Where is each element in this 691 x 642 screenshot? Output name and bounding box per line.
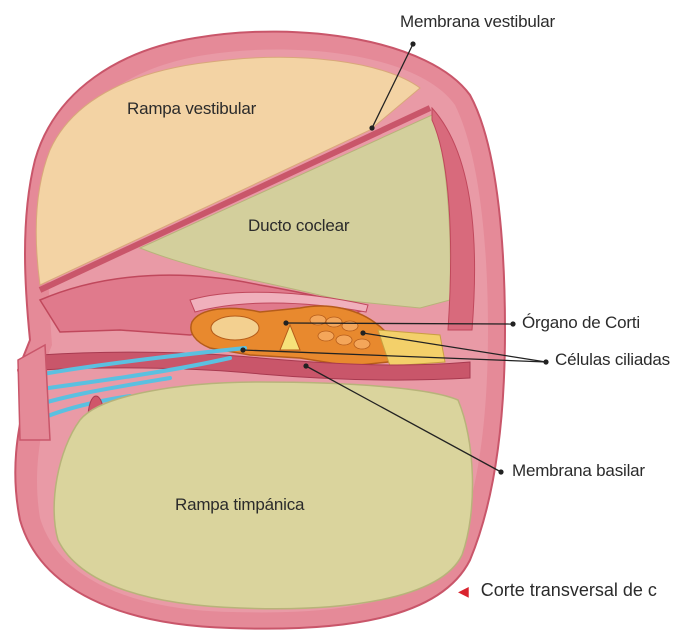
label-membrana-basilar: Membrana basilar xyxy=(512,461,645,481)
caption-arrow-icon: ◀ xyxy=(458,583,469,599)
label-organo-de-corti: Órgano de Corti xyxy=(522,313,640,333)
outer-sulcus-cells xyxy=(378,330,445,366)
label-ducto-coclear: Ducto coclear xyxy=(248,216,349,236)
caption-text: Corte transversal de c xyxy=(481,580,657,600)
label-rampa-timpanica: Rampa timpánica xyxy=(175,495,304,515)
label-celulas-ciliadas: Células ciliadas xyxy=(555,350,670,370)
osseous-spiral-lamina xyxy=(18,345,50,440)
label-membrana-vestibular: Membrana vestibular xyxy=(400,12,555,32)
figure-caption: ◀ Corte transversal de c xyxy=(458,580,657,601)
label-rampa-vestibular: Rampa vestibular xyxy=(127,99,256,119)
organo-de-corti-inner xyxy=(211,316,259,340)
